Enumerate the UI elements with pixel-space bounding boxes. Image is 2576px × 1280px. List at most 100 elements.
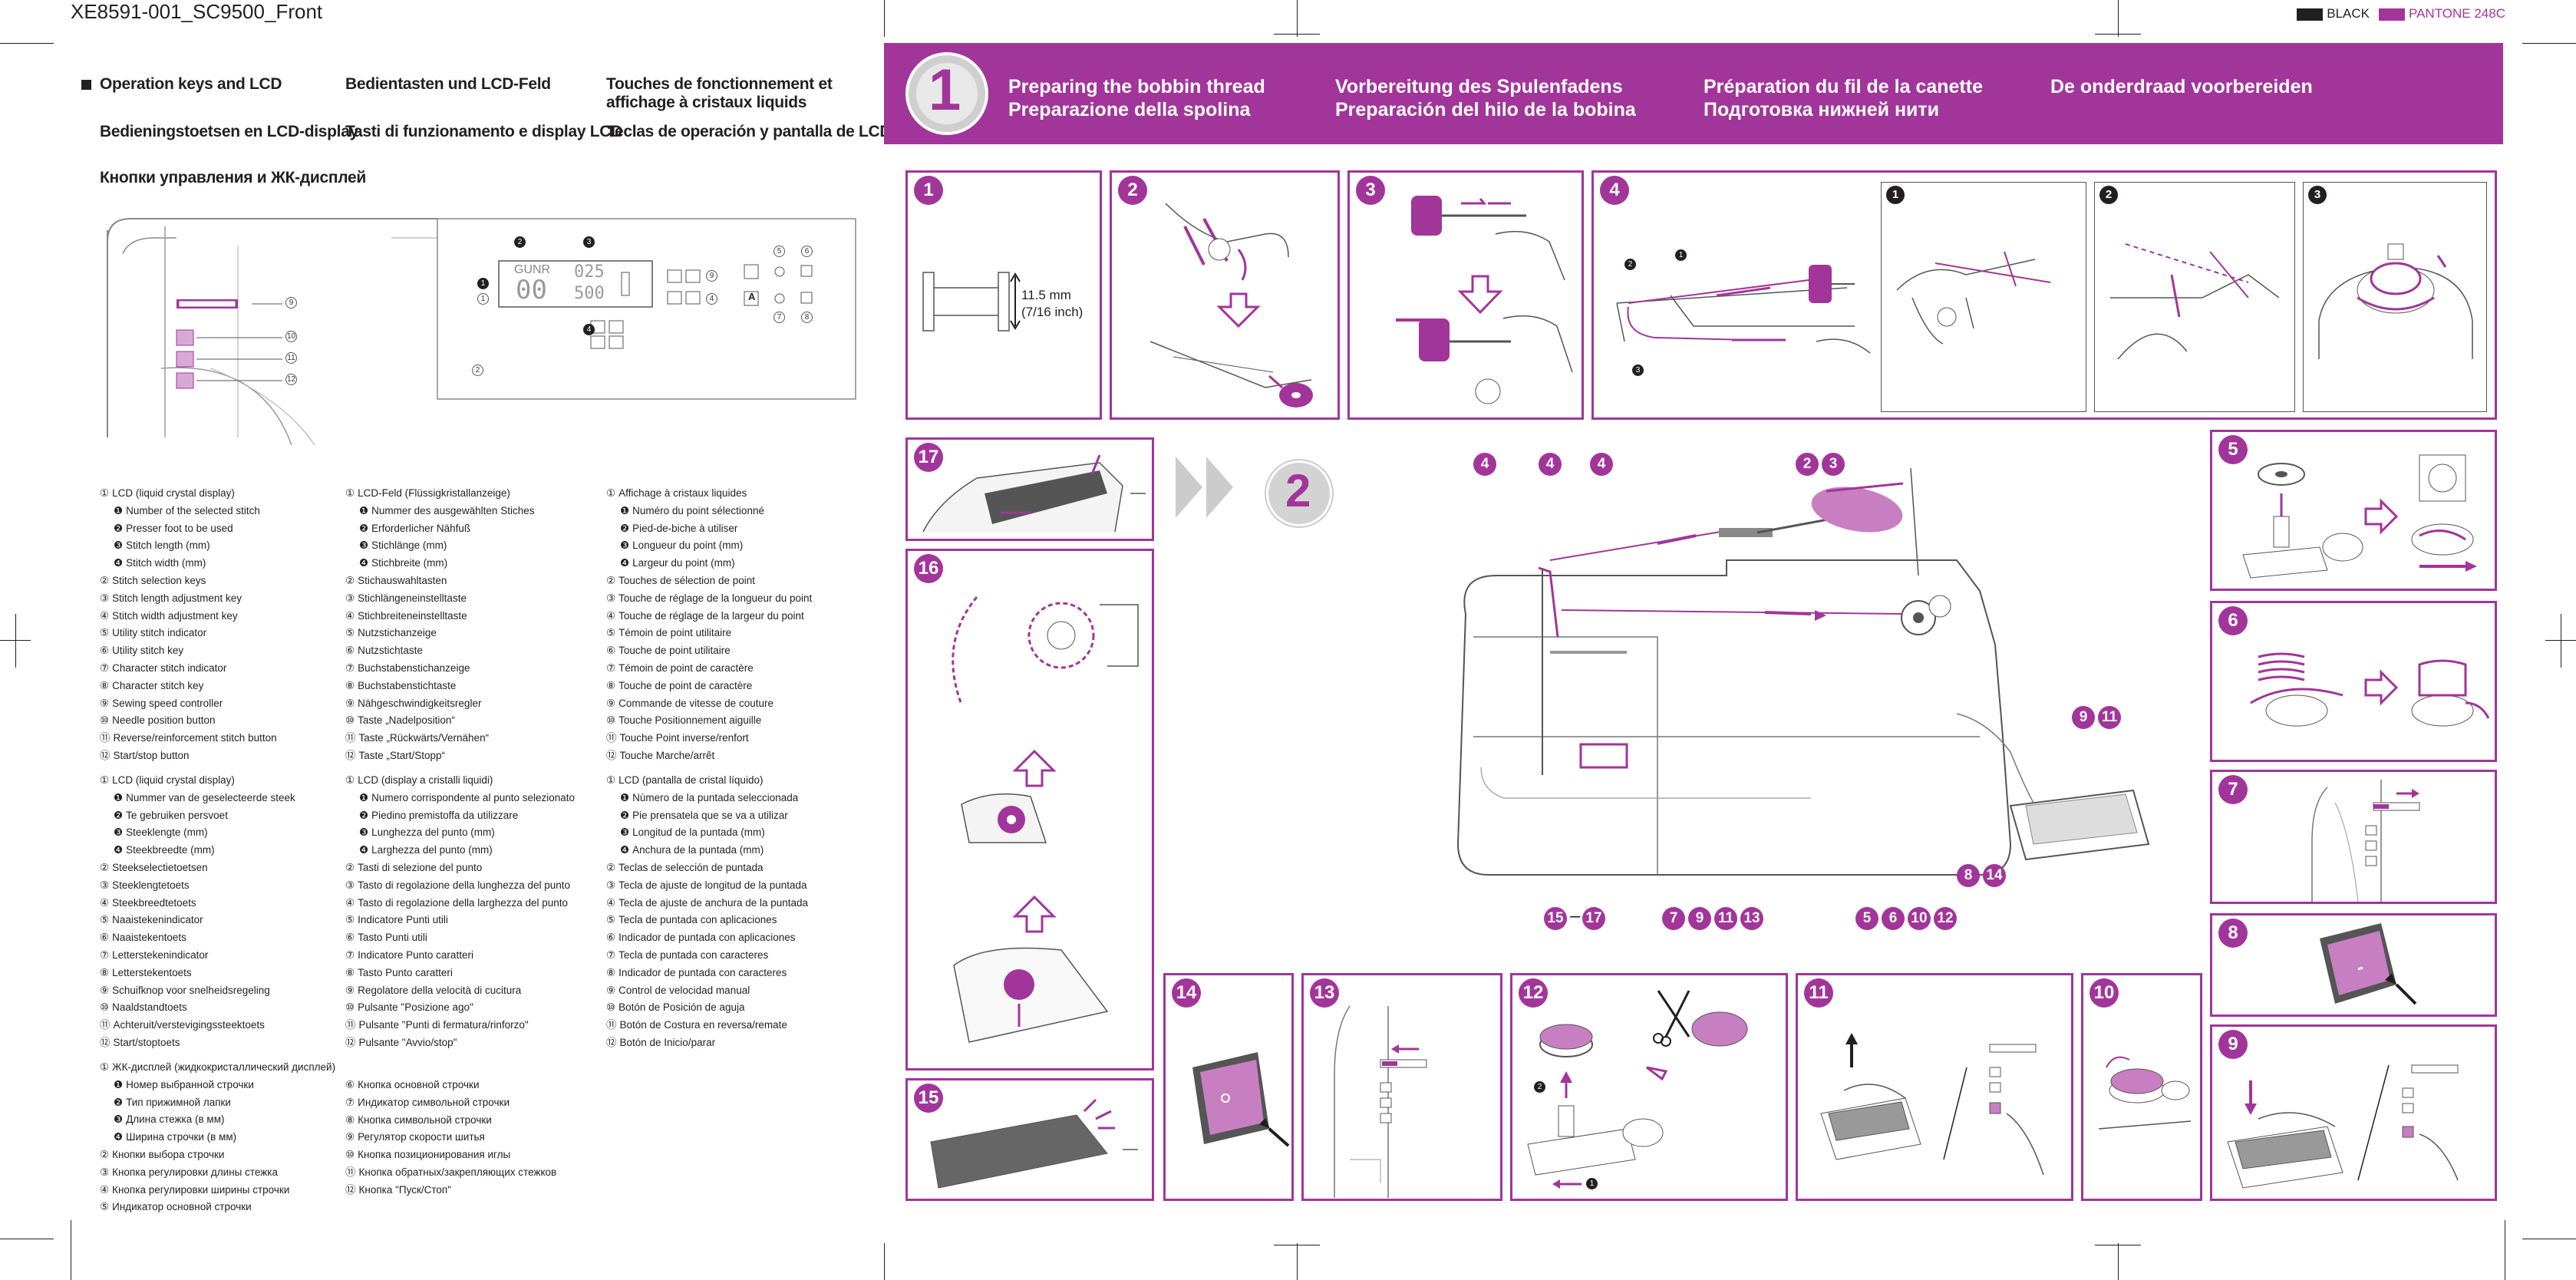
lcd-char-label: GUNR — [514, 263, 551, 276]
list-item-text: Кнопка обратных/закрепляющих стежков — [358, 1166, 557, 1178]
list-item-text: Stitch length adjustment key — [112, 592, 242, 604]
list-item-text: Touche Positionnement aiguille — [618, 714, 762, 727]
banner-title-nl: De onderdraad voorbereiden — [2050, 76, 2313, 97]
panel-callout-1: 1 — [477, 278, 489, 289]
list-item-text: Botón de Inicio/parar — [619, 1036, 716, 1048]
list-item-text: Numéro du point sélectionné — [632, 504, 764, 516]
list-item-text: Erforderlicher Nähfuß — [371, 522, 471, 534]
step-4-sub-1: 1 — [1881, 182, 2086, 412]
list-item-text: Stichauswahltasten — [358, 574, 447, 586]
banner-step-number: 1 — [928, 58, 961, 123]
list-item-number: ④ — [100, 896, 110, 909]
list-item-text: Naaldstandtoets — [112, 1001, 187, 1014]
list-item-number: ⑥ — [606, 932, 616, 944]
panel-callout-9: 9 — [285, 297, 297, 308]
panel-callout-10: 10 — [285, 331, 297, 342]
list-item-number: ❷ — [114, 809, 124, 821]
list-item-number: ❷ — [114, 1096, 124, 1108]
list-item-number: ⑨ — [345, 697, 355, 709]
list-item-number: ⑪ — [345, 1166, 356, 1178]
list-item-number: ⑩ — [345, 714, 355, 727]
list-item-number: ⑪ — [606, 732, 617, 744]
list-item-number: ⑫ — [345, 1183, 356, 1196]
list-item-text: Кнопка позиционирования иглы — [358, 1149, 511, 1161]
list-item-text: Numero corrispondente al punto seleziona… — [371, 791, 576, 803]
list-item-text: Stitch selection keys — [112, 574, 206, 586]
list-item-text: Needle position button — [112, 714, 216, 727]
step-13-panel: 13 — [1301, 973, 1502, 1201]
list-item-number: ❶ — [620, 791, 630, 803]
list-item-text: Steekselectietoetsen — [112, 861, 208, 873]
step-4-sub-3-badge: 3 — [2308, 186, 2327, 204]
list-item-text: ЖК-дисплей (жидкокристаллический дисплей… — [112, 1061, 336, 1073]
list-item-number: ❸ — [114, 539, 124, 552]
step-4-sub-2: 2 — [2094, 182, 2295, 412]
list-item-text: Letterstekenindicator — [112, 948, 209, 961]
list-item-text: Nähgeschwindigkeitsregler — [358, 697, 482, 709]
bobbin-height-mm: 11.5 mm — [1021, 288, 1071, 302]
document-id: XE8591-001_SC9500_Front — [71, 0, 323, 23]
banner-title-en: Preparing the bobbin thread — [1008, 76, 1265, 97]
step-4-panel: 4 1 2 3 1 2 3 — [1591, 170, 2497, 420]
color-swatches: BLACK PANTONE 248C — [2297, 6, 2505, 21]
list-item-number: ① — [100, 487, 110, 499]
list-item-text: Taste „Rückwärts/Vernähen“ — [358, 732, 490, 744]
list-item-text: Pulsante "Avvio/stop" — [358, 1036, 457, 1048]
list-item-number: ❹ — [359, 557, 369, 569]
panel-callout-2: 2 — [514, 236, 526, 248]
section-banner: 1 Preparing the bobbin thread Preparazio… — [884, 43, 2503, 144]
list-item-number: ① — [345, 774, 355, 786]
list-item-text: Reverse/reinforcement stitch button — [113, 732, 277, 744]
list-item-number: ⑦ — [606, 661, 616, 674]
list-item-number: ⑤ — [345, 914, 355, 926]
list-item-text: Indicador de puntada con aplicaciones — [618, 932, 796, 944]
machine-callout-dash: – — [1570, 906, 1581, 926]
list-item-text: Naaistekentoets — [112, 932, 186, 944]
list-item-number: ⑦ — [345, 948, 355, 961]
step-12-label-1: 1 — [1586, 1178, 1598, 1189]
step-16-panel: 16 — [905, 549, 1154, 1071]
list-item-number: ⑩ — [100, 1001, 110, 1014]
list-item-number: ❸ — [114, 1113, 124, 1126]
step-3-badge: 3 — [1356, 176, 1385, 205]
header-fr: Touches de fonctionnement et affichage à… — [606, 75, 833, 111]
machine-callout-11b: 11 — [1714, 907, 1737, 930]
list-item-number: ❶ — [114, 791, 124, 803]
list-item-number: ⑥ — [345, 932, 355, 944]
list-item-number: ⑥ — [100, 932, 110, 944]
list-item-text: LCD (liquid crystal display) — [112, 774, 235, 786]
list-item-text: Botón de Costura en reversa/remate — [619, 1019, 787, 1031]
list-item-number: ⑧ — [345, 1113, 355, 1126]
list-item-number: ⑨ — [345, 984, 355, 996]
list-item-number: ⑥ — [606, 645, 616, 657]
list-item-number: ② — [100, 861, 110, 873]
list-item-number: ⑧ — [345, 966, 355, 978]
list-item-text: Tasto di regolazione della larghezza del… — [358, 896, 569, 909]
